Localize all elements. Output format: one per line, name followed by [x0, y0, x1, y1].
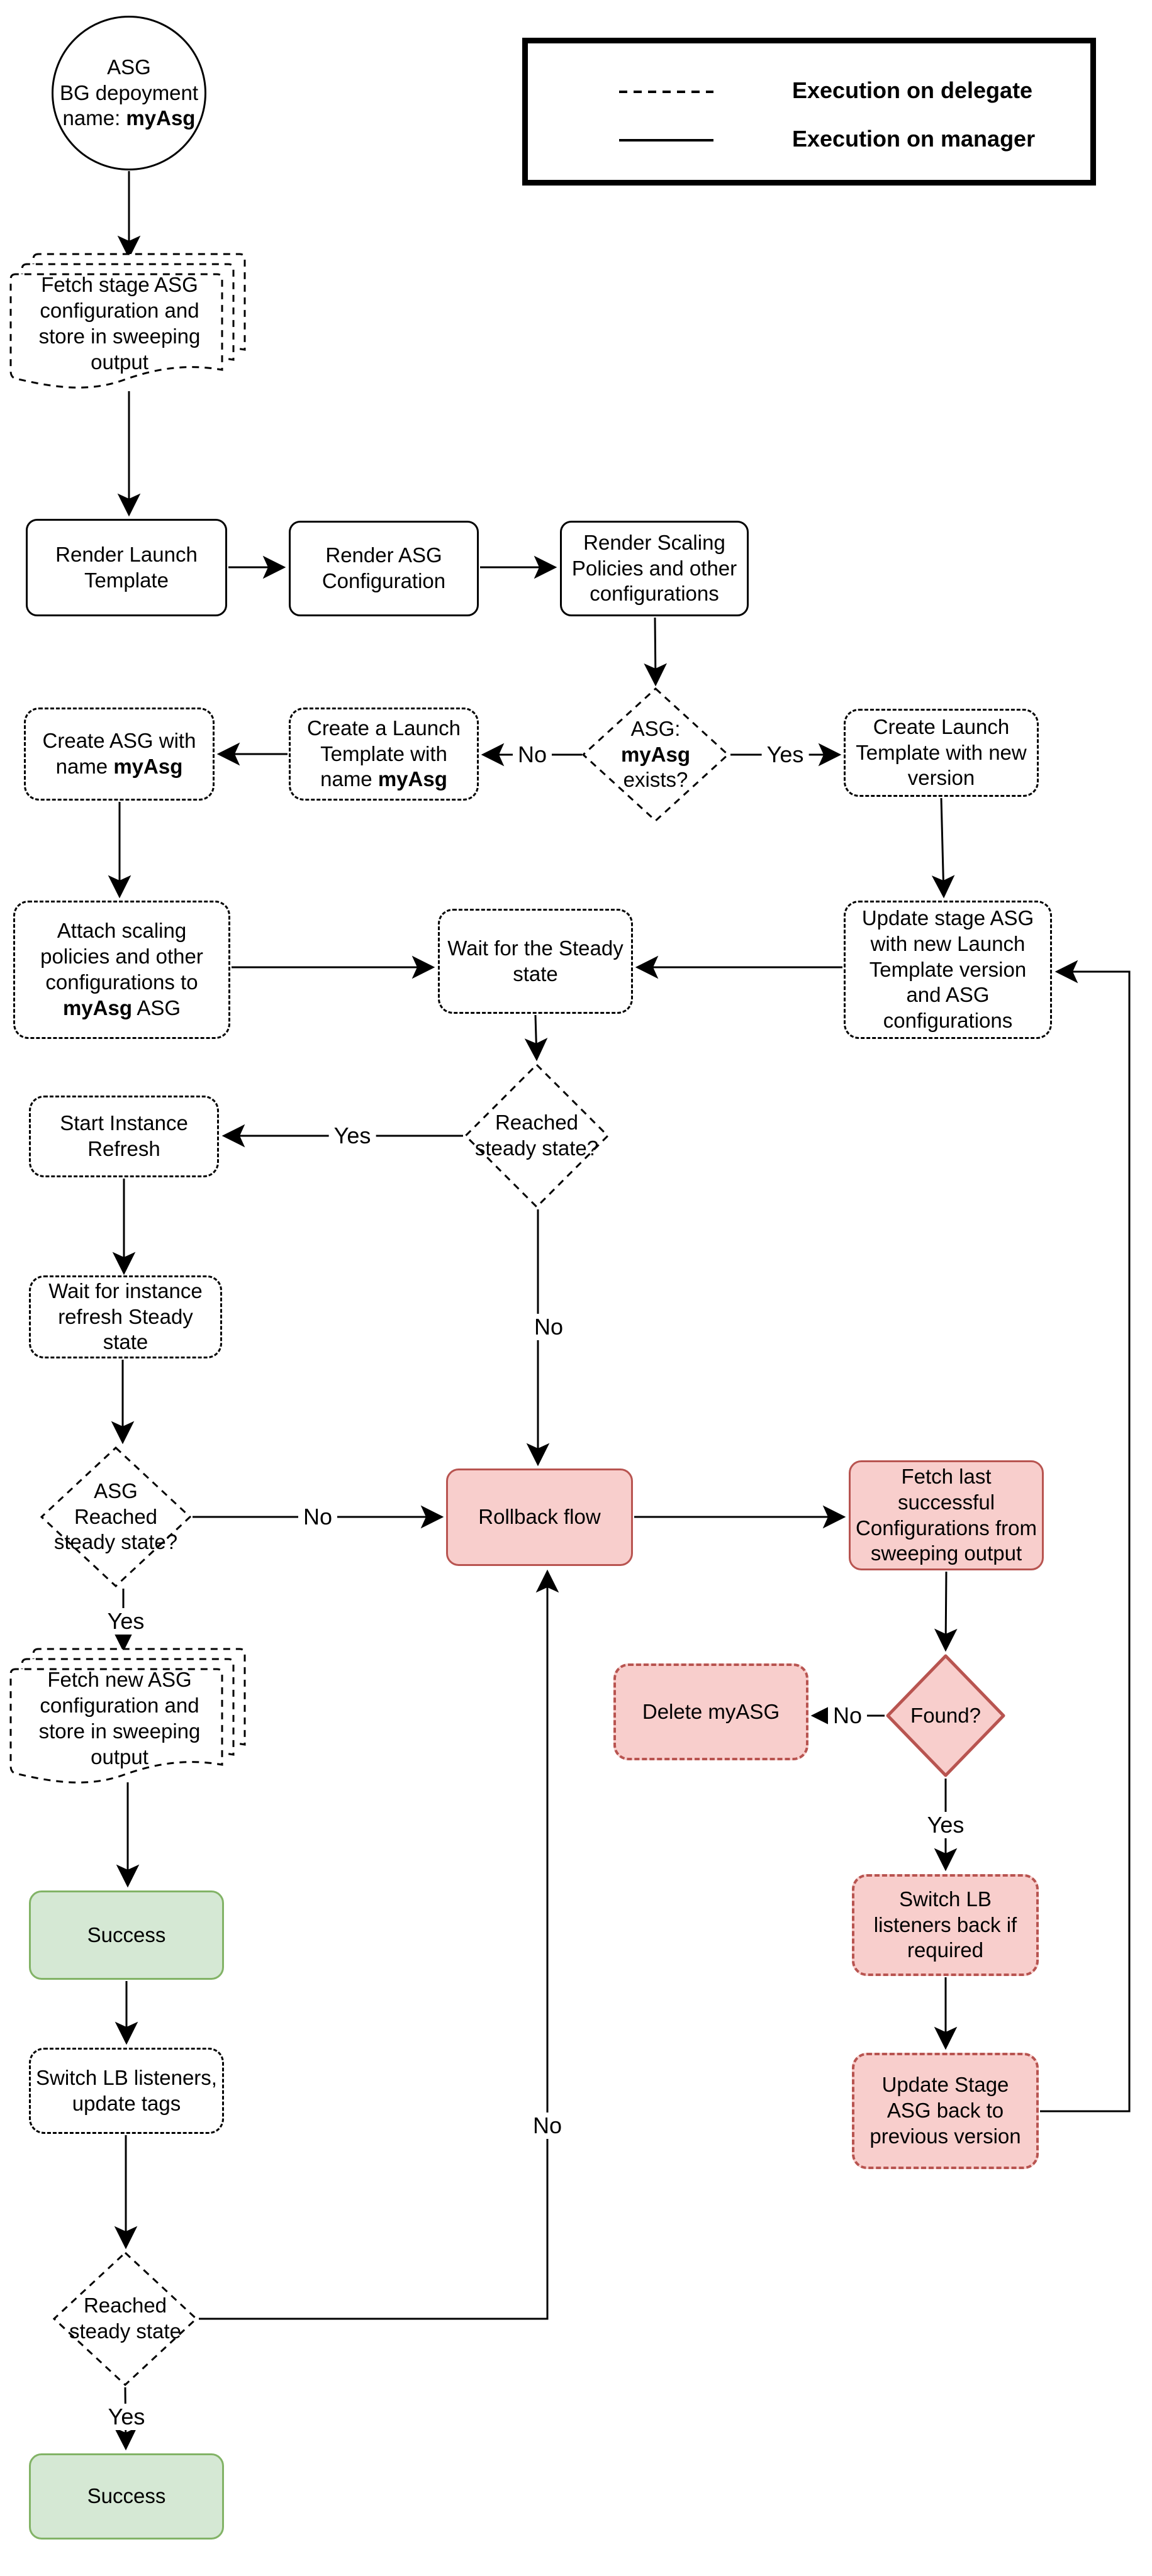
node-render-asg-configuration: Render ASG Configuration: [289, 521, 479, 616]
edge-wait-steady-to-reached: [524, 1014, 548, 1062]
edge-label-final-yes: Yes: [103, 2404, 150, 2430]
edge-label-final-no: No: [527, 2112, 568, 2139]
node-start-instance-refresh: Start Instance Refresh: [29, 1096, 219, 1177]
node-update-stage-asg: Update stage ASG with new Launch Templat…: [844, 901, 1052, 1039]
legend-manager-label: Execution on manager: [792, 126, 1036, 152]
node-switch-lb-listeners-update-tags: Switch LB listeners, update tags: [29, 2048, 224, 2134]
edge-final-no-to-rollback: [199, 1569, 559, 2320]
edge-label-exists-no: No: [512, 741, 552, 768]
diamond-asg-exists: [582, 687, 729, 822]
start-line2: BG depoyment: [59, 80, 199, 104]
node-found-q: Found?: [910, 1703, 981, 1727]
node-create-asg: Create ASG with name myAsg: [24, 708, 215, 801]
edge-label-reached-no: No: [528, 1314, 569, 1340]
diamond-reached-steady-state-final: [53, 2251, 198, 2386]
node-attach-scaling-policies: Attach scaling policies and other config…: [13, 901, 230, 1039]
node-fetch-new-config: Fetch new ASG configuration and store in…: [38, 1668, 201, 1768]
node-wait-steady-state: Wait for the Steady state: [438, 909, 633, 1014]
document-fetch-stage-config: [9, 253, 246, 389]
node-reached-steady-state-q: Reached steady state?: [474, 1111, 599, 1160]
edge-label-found-no: No: [827, 1702, 868, 1729]
node-render-launch-template: Render Launch Template: [26, 519, 227, 616]
legend: Execution on delegate Execution on manag…: [522, 38, 1096, 186]
node-success-final: Success: [29, 2453, 224, 2540]
start-circle: ASG BG depoyment name: myAsg: [52, 16, 206, 170]
edge-update-back-loop: [1040, 960, 1131, 2112]
legend-delegate-label: Execution on delegate: [792, 77, 1033, 103]
diamond-found: [886, 1654, 1005, 1777]
node-reached-steady-state-final: Reached steady state: [69, 2294, 181, 2343]
node-switch-lb-listeners-back: Switch LB listeners back if required: [852, 1874, 1039, 1976]
edge-label-asg-reached-no: No: [298, 1504, 338, 1530]
edge-label-reached-yes: Yes: [328, 1123, 376, 1149]
node-render-scaling-policies: Render Scaling Policies and other config…: [560, 521, 749, 616]
start-line3: name: myAsg: [62, 106, 196, 130]
node-fetch-last-successful: Fetch last successful Configurations fro…: [849, 1460, 1044, 1570]
node-asg-exists: ASG: myAsg exists?: [620, 716, 691, 792]
diamond-asg-reached-steady-state: [40, 1446, 191, 1587]
node-rollback-flow: Rollback flow: [446, 1468, 633, 1566]
edge-label-found-yes: Yes: [922, 1812, 970, 1838]
edge-label-asg-reached-yes: Yes: [102, 1608, 150, 1635]
node-wait-instance-refresh: Wait for instance refresh Steady state: [29, 1275, 222, 1358]
legend-dashed-line-sample: [619, 91, 713, 93]
node-asg-reached-steady-state-q: ASG Reached steady state?: [53, 1479, 178, 1554]
legend-solid-line-sample: [619, 139, 713, 142]
start-line1: ASG: [107, 55, 151, 79]
node-delete-myasg: Delete myASG: [613, 1663, 808, 1760]
node-create-launch-template-new-version: Create Launch Template with new version: [844, 709, 1039, 797]
node-success-mid: Success: [29, 1890, 224, 1980]
edge-clt-new-to-update-stage: [931, 797, 955, 899]
edge-render-scaling-to-exists: [644, 617, 668, 687]
diamond-reached-steady-state: [464, 1063, 609, 1208]
node-update-stage-asg-back: Update Stage ASG back to previous versio…: [852, 2053, 1039, 2169]
edge-label-exists-yes: Yes: [761, 741, 809, 768]
node-fetch-stage-config: Fetch stage ASG configuration and store …: [38, 273, 201, 374]
document-fetch-new-config: [9, 1648, 246, 1784]
node-create-launch-template: Create a Launch Template with name myAsg: [289, 708, 479, 801]
